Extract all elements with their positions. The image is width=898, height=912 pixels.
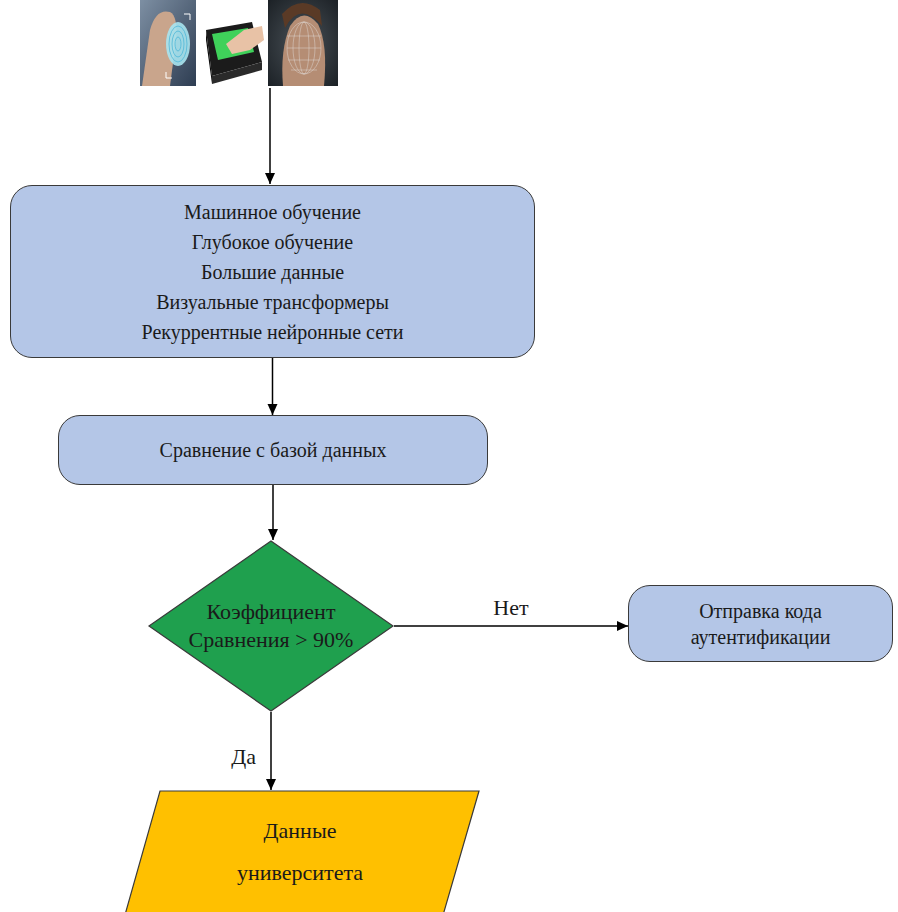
diamond-polygon: [149, 541, 393, 711]
text-holder: Данные университета: [120, 790, 480, 912]
node-text: Отправка кода аутентификации: [643, 598, 878, 650]
node-text: Глубокое обучение: [192, 227, 353, 257]
flow-arrow: [394, 625, 628, 627]
node-text: Данные университета: [215, 810, 385, 894]
flow-arrow: [270, 712, 272, 790]
text-holder: Сравнение с базой данных: [59, 416, 487, 484]
node-text: Большие данные: [201, 257, 344, 287]
face-scan-image: [268, 0, 338, 86]
text-holder: Машинное обучениеГлубокое обучениеБольши…: [11, 186, 534, 357]
flow-arrow: [272, 358, 274, 415]
node-text: Рекуррентные нейронные сети: [142, 317, 404, 347]
para-polygon: [121, 791, 479, 912]
node-text: Коэффициент Сравнения > 90%: [179, 598, 364, 654]
edge-label: Да: [228, 744, 259, 769]
methods-box: Машинное обучениеГлубокое обучениеБольши…: [10, 185, 535, 358]
data-parallelogram: Данные университета: [120, 790, 480, 912]
diamond-outline: [148, 540, 394, 712]
flow-arrow: [272, 485, 274, 540]
para-outline: [120, 790, 480, 912]
node-text: Машинное обучение: [184, 197, 361, 227]
edge-label: Нет: [490, 595, 531, 620]
process-box: Сравнение с базой данных: [58, 415, 488, 485]
scanner-image: [200, 0, 264, 86]
text-holder: Коэффициент Сравнения > 90%: [148, 540, 394, 712]
node-text: Сравнение с базой данных: [160, 437, 387, 463]
text-holder: Отправка кода аутентификации: [629, 586, 892, 661]
node-text: Визуальные трансформеры: [156, 287, 389, 317]
process-box: Отправка кода аутентификации: [628, 585, 893, 662]
input-arrow: [269, 88, 271, 184]
input-illustrations: [0, 0, 898, 190]
fingerprint-image: [140, 0, 196, 86]
decision-diamond: Коэффициент Сравнения > 90%: [148, 540, 394, 712]
